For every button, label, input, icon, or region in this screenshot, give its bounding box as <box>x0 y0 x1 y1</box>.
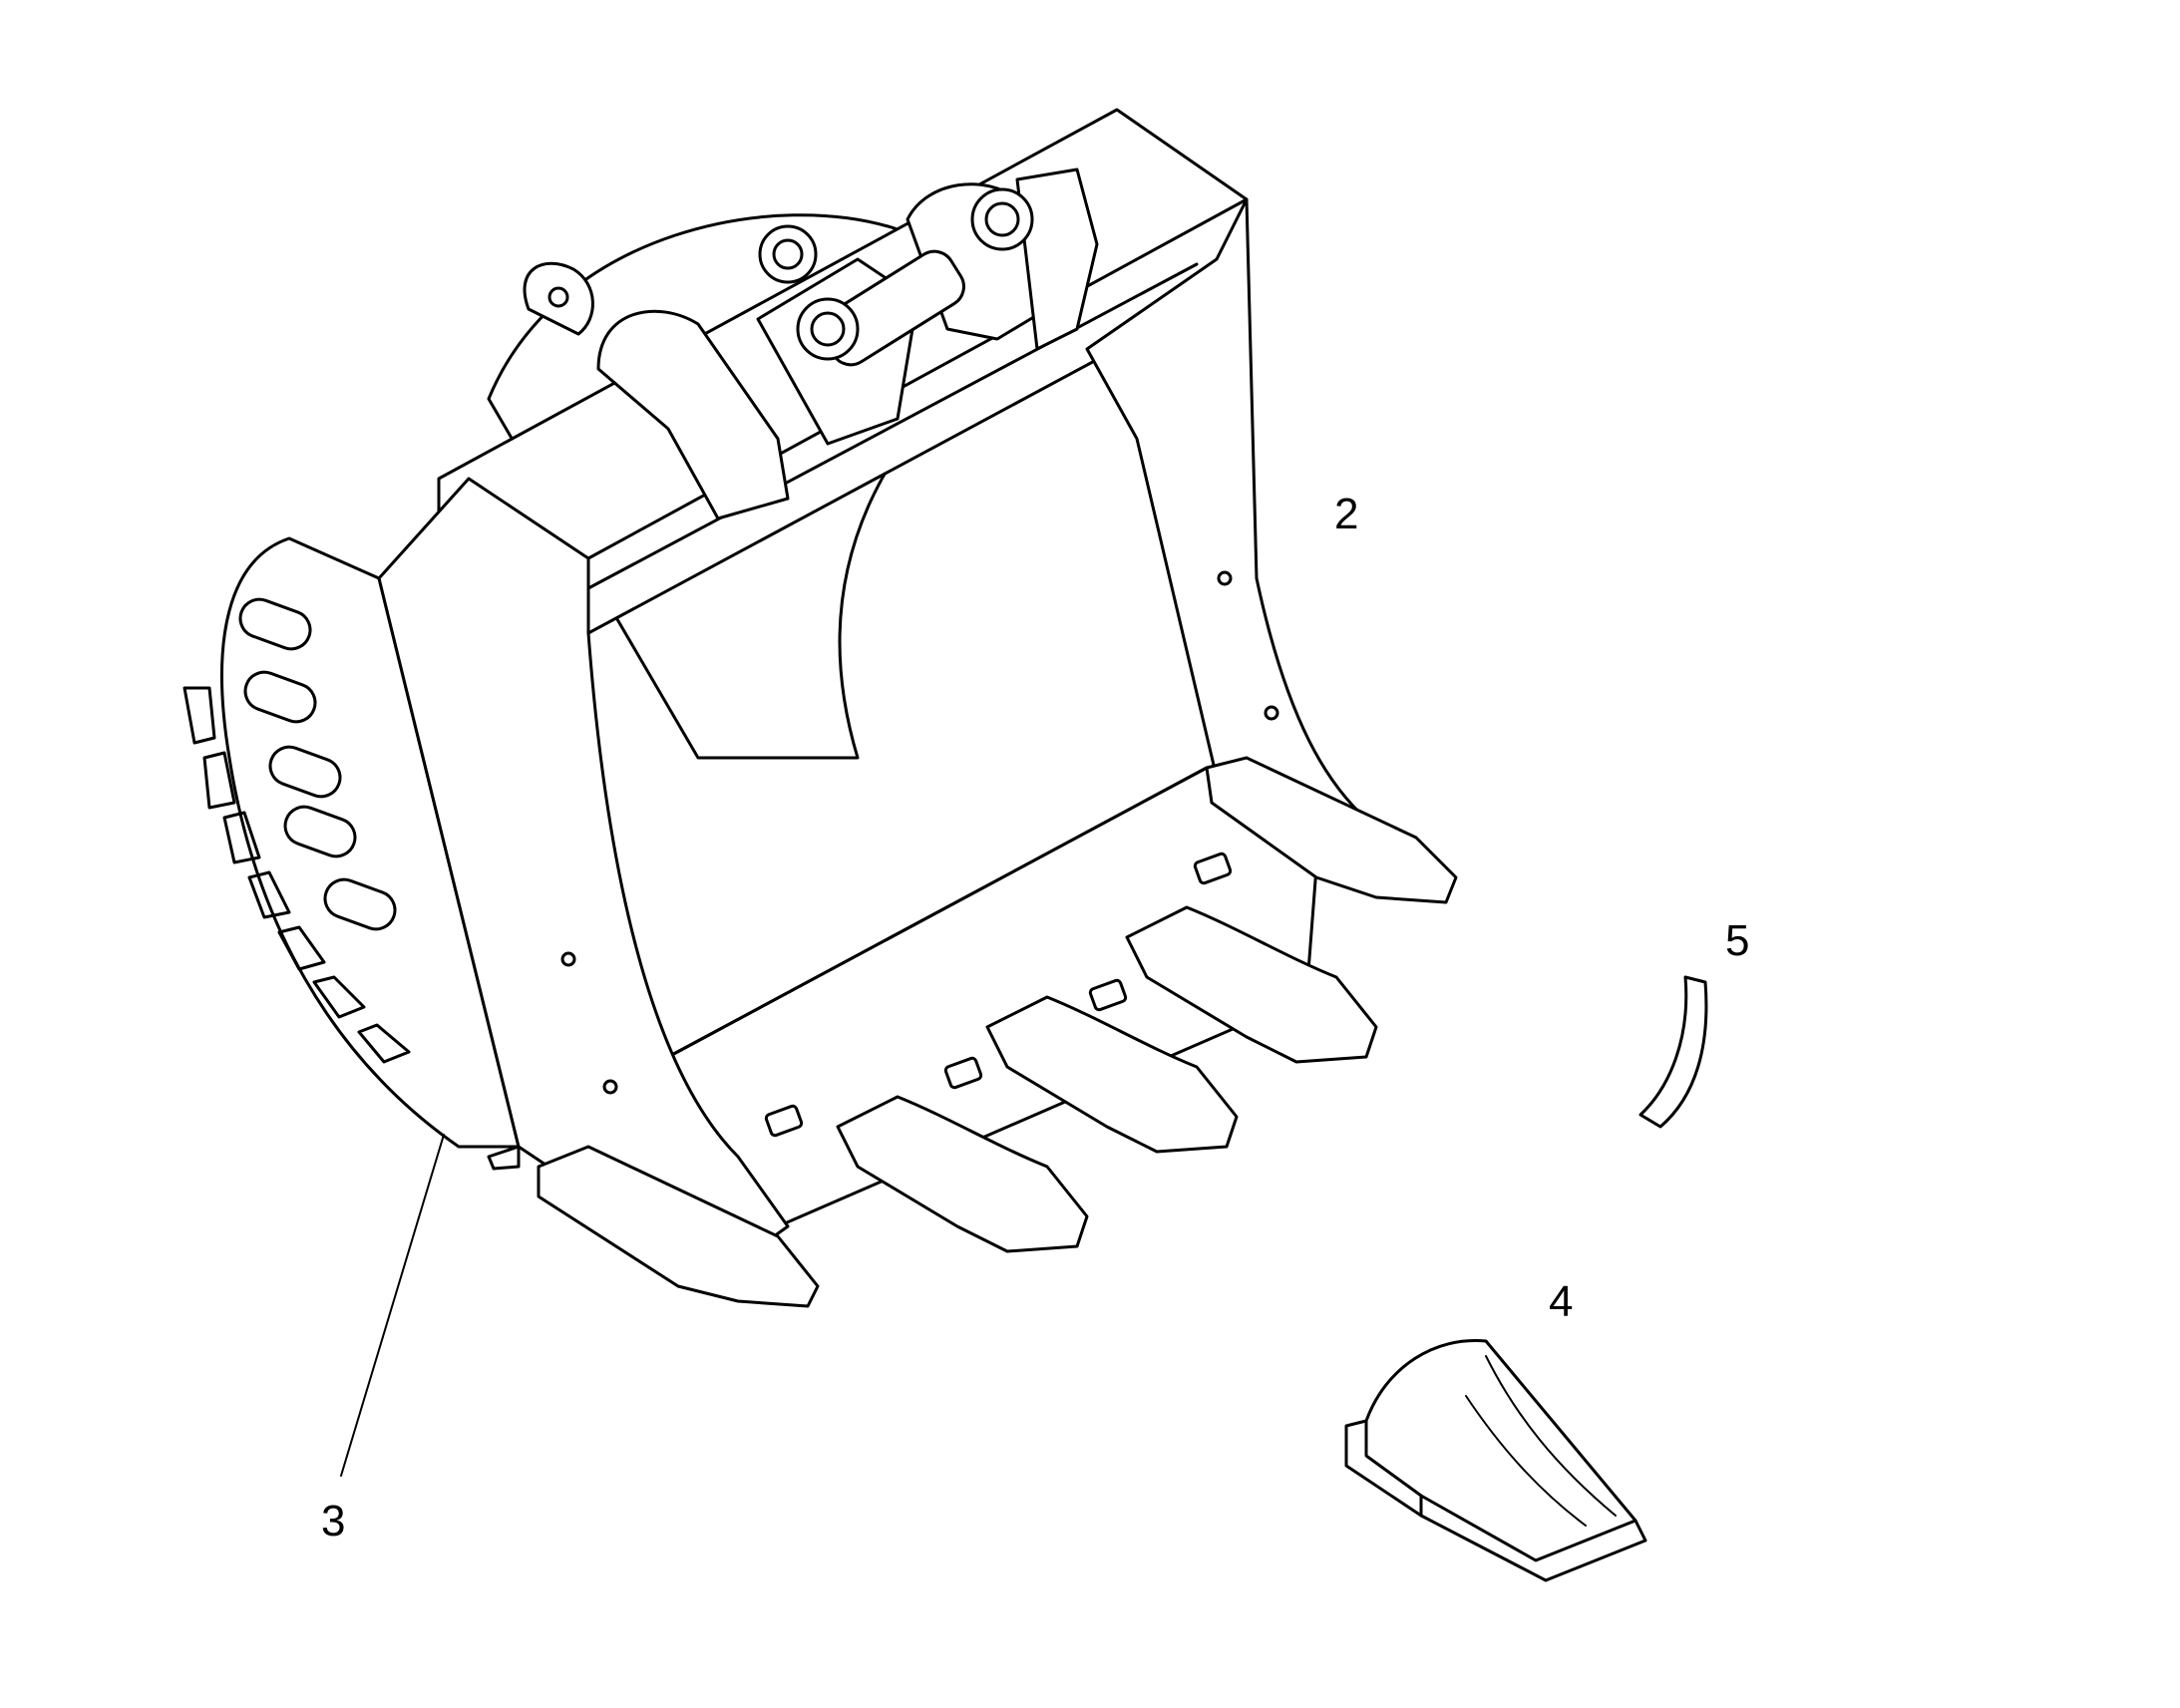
tooth-1 <box>836 1095 1089 1253</box>
callout-5: 5 <box>1725 916 1749 965</box>
side-slot-4 <box>283 805 357 858</box>
side-slot-5 <box>323 877 397 931</box>
left-side-plate <box>377 477 790 1278</box>
beam-edge-lower <box>586 262 1199 590</box>
side-hole-right-2 <box>1264 705 1279 721</box>
tooth-2 <box>985 995 1239 1154</box>
beam-edge <box>586 197 1249 560</box>
wear-strips <box>182 686 411 1064</box>
mounting-lug-right <box>1015 168 1099 351</box>
side-cutter-left <box>537 1145 820 1308</box>
lower-edge-strip <box>487 1145 521 1171</box>
lifting-eye-hole <box>547 286 569 308</box>
adapter-lock-2 <box>943 1056 983 1090</box>
pin-end-lower-inner <box>810 311 846 347</box>
floor-back-edge <box>666 766 1209 1059</box>
side-slot-2 <box>243 670 317 724</box>
bucket-assembly <box>182 108 1458 1308</box>
adapter-lock-4 <box>1193 852 1233 885</box>
side-hole-left-2 <box>602 1079 618 1095</box>
side-hole-right-1 <box>1217 570 1233 586</box>
side-cutter-right <box>1205 756 1458 904</box>
loose-tooth-tip <box>1344 1338 1647 1582</box>
teeth-row <box>764 852 1378 1253</box>
lock-pin-part <box>1638 975 1708 1129</box>
side-hole-left-1 <box>560 951 576 967</box>
pin-end-upper-right-inner <box>984 201 1020 237</box>
adapter-lock-3 <box>1088 978 1128 1012</box>
tooth-3 <box>1125 905 1378 1064</box>
leader-line-3 <box>340 1134 445 1477</box>
callout-4: 4 <box>1549 1277 1573 1326</box>
adapter-lock-1 <box>764 1104 804 1138</box>
callout-3: 3 <box>321 1497 345 1545</box>
callout-2: 2 <box>1334 490 1358 538</box>
side-slot-3 <box>268 745 342 799</box>
mounting-lug-left <box>596 309 790 520</box>
side-slot-1 <box>238 597 312 651</box>
pin-end-upper-left-inner <box>772 238 804 270</box>
